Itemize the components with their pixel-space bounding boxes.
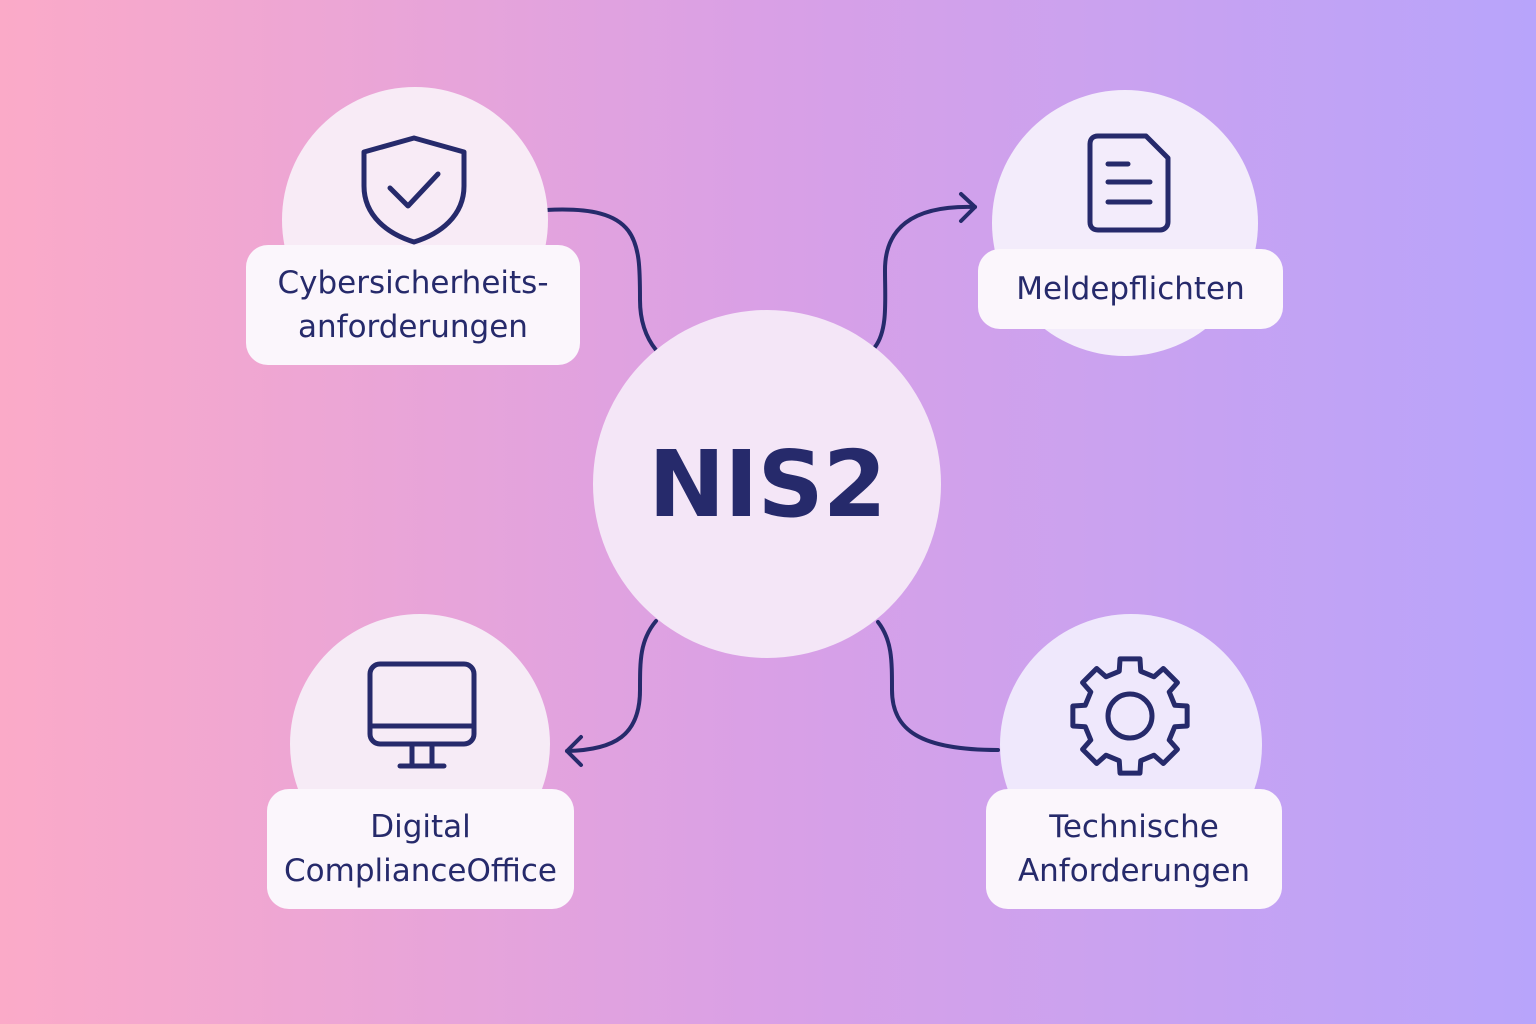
dco-label: Digital ComplianceOffice [267,789,574,909]
connector-dco [565,619,658,753]
connector-reporting [873,204,977,349]
shield-check-icon [356,130,472,248]
center-node-label: NIS2 [648,430,887,538]
gear-icon [1066,652,1194,780]
monitor-icon [366,660,478,772]
document-icon [1080,130,1176,236]
center-node-circle [593,310,941,658]
technical-label: Technische Anforderungen [986,789,1282,909]
security-label: Cybersicherheits- anforderungen [246,245,580,365]
connector-dco-arrowhead [565,735,583,767]
connector-reporting-arrowhead [959,192,977,223]
connector-technical [876,620,1000,752]
connector-security [544,207,658,352]
reporting-label: Meldepflichten [978,249,1283,329]
